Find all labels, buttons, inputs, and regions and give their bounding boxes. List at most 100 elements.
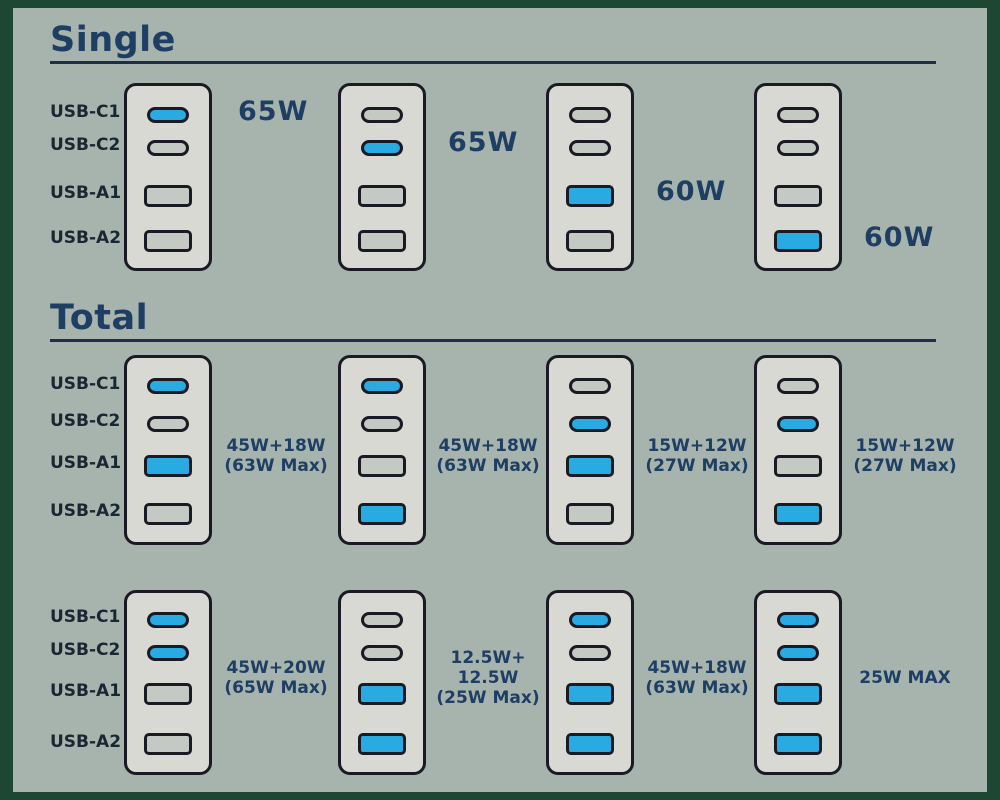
frame-border-left <box>0 0 13 800</box>
port-usb-c1 <box>569 107 611 123</box>
port-usb-a2 <box>358 733 406 755</box>
label-line: 15W+12W <box>855 436 955 456</box>
label-line: (25W Max) <box>436 688 540 708</box>
label-line: (27W Max) <box>853 456 957 476</box>
port-usb-c2 <box>147 416 189 432</box>
port-usb-c1 <box>361 107 403 123</box>
port-label-usb-a1: USB-A1 <box>50 453 122 473</box>
wattage-label: 65W <box>448 127 519 158</box>
wattage-label: 65W <box>238 96 309 127</box>
label-line: 45W+18W <box>438 436 538 456</box>
wattage-label: 45W+18W(63W Max) <box>424 436 552 476</box>
port-usb-c1 <box>777 378 819 394</box>
port-usb-c2 <box>569 140 611 156</box>
port-usb-c1 <box>777 612 819 628</box>
port-usb-a1 <box>566 683 614 705</box>
frame-border-top <box>0 0 1000 8</box>
port-usb-c2 <box>777 416 819 432</box>
port-usb-c1 <box>361 378 403 394</box>
port-label-usb-c2: USB-C2 <box>50 135 121 155</box>
wattage-label: 45W+18W(63W Max) <box>212 436 340 476</box>
label-line: (65W Max) <box>224 678 328 698</box>
port-usb-c2 <box>569 416 611 432</box>
port-usb-c1 <box>569 378 611 394</box>
wattage-label: 60W <box>864 222 935 253</box>
port-usb-a2 <box>566 230 614 252</box>
section-divider <box>50 339 936 342</box>
wattage-label: 12.5W+12.5W(25W Max) <box>424 648 552 708</box>
port-usb-a2 <box>566 733 614 755</box>
port-usb-a1 <box>358 455 406 477</box>
port-usb-c1 <box>777 107 819 123</box>
port-usb-a1 <box>358 683 406 705</box>
port-label-usb-c1: USB-C1 <box>50 374 121 394</box>
port-usb-a2 <box>358 230 406 252</box>
charger-total-c2-a2 <box>754 355 842 545</box>
label-line: (27W Max) <box>645 456 749 476</box>
port-usb-a1 <box>566 185 614 207</box>
port-usb-c1 <box>569 612 611 628</box>
charger-total-c1-a2 <box>338 355 426 545</box>
charger-total-all-ports <box>754 590 842 775</box>
port-usb-c2 <box>777 645 819 661</box>
port-label-usb-a2: USB-A2 <box>50 732 122 752</box>
port-usb-c2 <box>361 645 403 661</box>
label-line: 12.5W+ <box>450 648 526 668</box>
port-usb-c2 <box>147 140 189 156</box>
wattage-label: 60W <box>656 176 727 207</box>
port-label-usb-a1: USB-A1 <box>50 681 122 701</box>
charger-total-c1-a1-a2 <box>546 590 634 775</box>
port-label-usb-c2: USB-C2 <box>50 640 121 660</box>
charger-total-c1-a1 <box>124 355 212 545</box>
charger-single-usbc1 <box>124 83 212 271</box>
port-usb-a1 <box>774 683 822 705</box>
port-usb-c1 <box>147 612 189 628</box>
port-usb-c2 <box>361 140 403 156</box>
port-usb-a2 <box>774 733 822 755</box>
port-label-usb-a2: USB-A2 <box>50 501 122 521</box>
port-label-usb-c2: USB-C2 <box>50 411 121 431</box>
port-usb-a1 <box>566 455 614 477</box>
wattage-label: 15W+12W(27W Max) <box>840 436 970 476</box>
port-usb-a2 <box>774 230 822 252</box>
label-line: 45W+20W <box>226 658 326 678</box>
port-usb-a1 <box>358 185 406 207</box>
label-line: 25W MAX <box>859 668 951 688</box>
label-line: (63W Max) <box>645 678 749 698</box>
wattage-label: 25W MAX <box>840 668 970 688</box>
frame-border-bottom <box>0 792 1000 800</box>
frame-border-right <box>987 0 1000 800</box>
port-usb-a2 <box>144 733 192 755</box>
section-title-single: Single <box>50 20 176 60</box>
port-label-usb-a1: USB-A1 <box>50 183 122 203</box>
port-usb-c1 <box>147 107 189 123</box>
section-title-total: Total <box>50 298 149 338</box>
port-usb-a2 <box>774 503 822 525</box>
label-line: 15W+12W <box>647 436 747 456</box>
port-usb-a2 <box>144 503 192 525</box>
port-usb-c2 <box>361 416 403 432</box>
port-usb-a2 <box>358 503 406 525</box>
label-line: 45W+18W <box>647 658 747 678</box>
charger-total-a1-a2 <box>338 590 426 775</box>
port-usb-a1 <box>774 455 822 477</box>
charger-total-c1-c2 <box>124 590 212 775</box>
wattage-label: 15W+12W(27W Max) <box>632 436 762 476</box>
port-usb-a1 <box>144 455 192 477</box>
label-line: 45W+18W <box>226 436 326 456</box>
port-label-usb-c1: USB-C1 <box>50 102 121 122</box>
label-line: 12.5W <box>457 668 519 688</box>
label-line: (63W Max) <box>436 456 540 476</box>
charger-single-usba2 <box>754 83 842 271</box>
charger-total-c2-a1 <box>546 355 634 545</box>
port-usb-a2 <box>566 503 614 525</box>
port-label-usb-c1: USB-C1 <box>50 607 121 627</box>
charger-single-usbc2 <box>338 83 426 271</box>
wattage-label: 45W+18W(63W Max) <box>632 658 762 698</box>
port-usb-a1 <box>144 185 192 207</box>
wattage-label: 45W+20W(65W Max) <box>212 658 340 698</box>
charger-single-usba1 <box>546 83 634 271</box>
port-label-usb-a2: USB-A2 <box>50 228 122 248</box>
port-usb-c1 <box>147 378 189 394</box>
